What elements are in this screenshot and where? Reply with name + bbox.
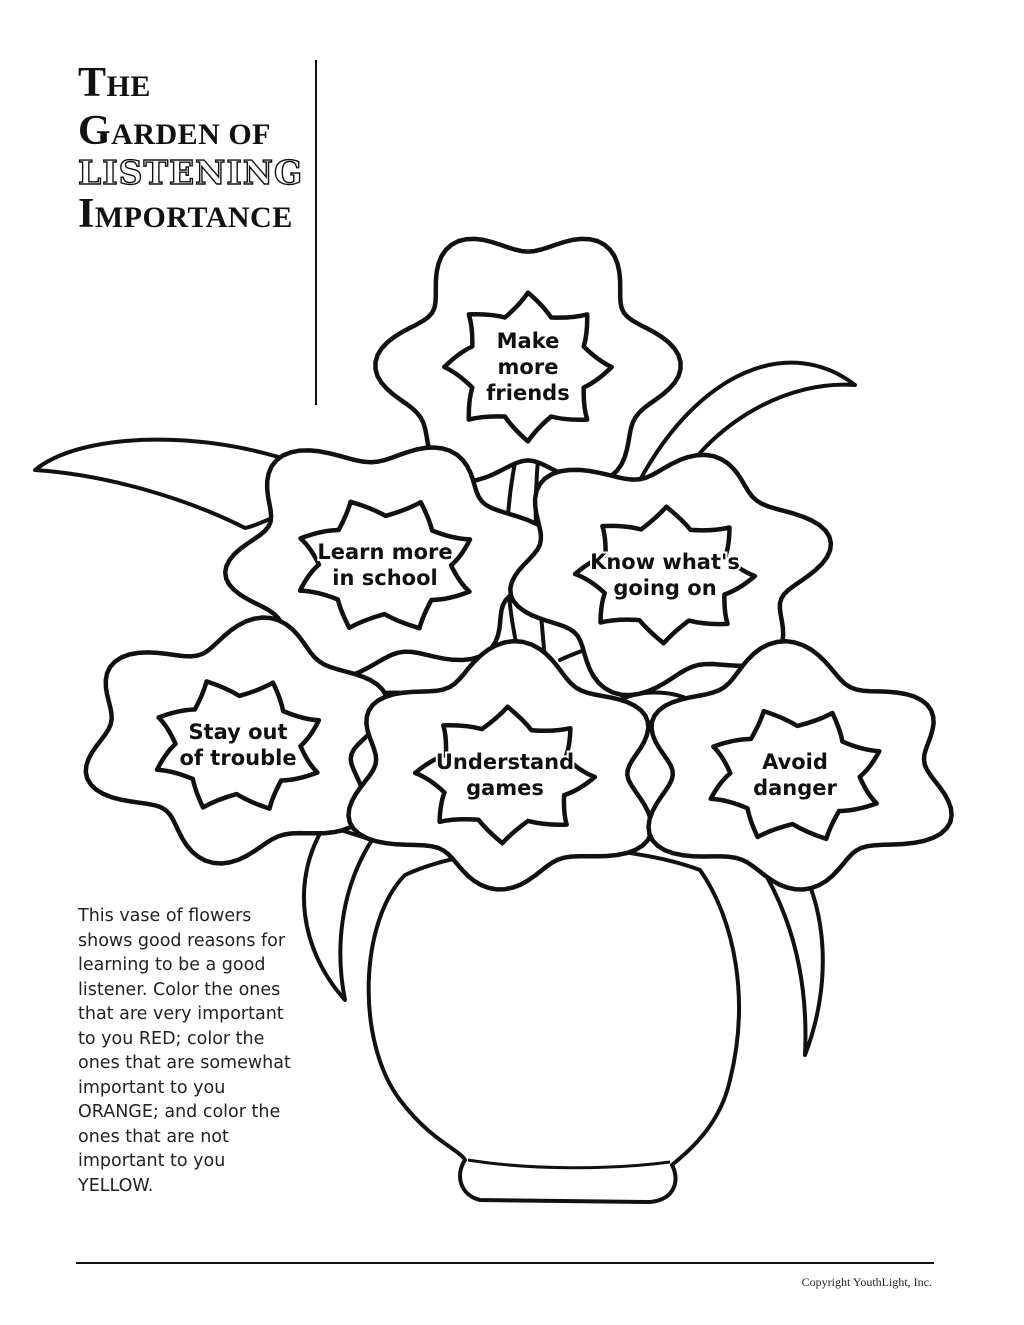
flower-center <box>154 679 322 811</box>
page-title: THE GARDEN OF LISTENING IMPORTANCE <box>77 60 318 237</box>
flower-4 <box>83 615 390 866</box>
flower-label: more <box>498 355 559 379</box>
flower-1 <box>373 236 683 484</box>
flower-6 <box>646 638 954 892</box>
flower-5 <box>346 638 655 892</box>
vase-left-leaf <box>301 823 374 1002</box>
flower-center <box>442 290 614 444</box>
flower-label: Understand <box>436 750 574 774</box>
flower-label: games <box>466 776 544 800</box>
copyright-text: Copyright YouthLight, Inc. <box>801 1275 932 1289</box>
flower-label: going on <box>613 576 716 600</box>
flower-label: Stay out <box>188 720 287 744</box>
flower-3 <box>508 452 834 698</box>
flower-label: in school <box>332 566 437 590</box>
flower-label: of trouble <box>179 746 296 770</box>
footer-divider <box>76 1262 934 1264</box>
flower-label: danger <box>753 776 837 800</box>
flower-label: Know what's <box>590 550 740 574</box>
flower-center <box>572 504 758 646</box>
flower-label: Learn more <box>317 540 452 564</box>
flower-center <box>708 708 882 842</box>
title-line-listening: LISTENING <box>77 153 304 192</box>
title-line-the: THE <box>78 60 151 106</box>
title-line-importance: IMPORTANCE <box>78 191 293 237</box>
coloring-instructions: This vase of flowers shows good reasons … <box>78 906 291 1196</box>
title-line-garden-of: GARDEN OF <box>78 108 272 154</box>
flower-label: friends <box>486 381 569 405</box>
flower-label: Make <box>497 329 560 353</box>
flower-center <box>297 499 473 631</box>
title-divider <box>315 60 317 405</box>
vase <box>366 846 741 1204</box>
flower-center <box>412 704 598 846</box>
flower-2 <box>222 445 561 683</box>
flower-label: Avoid <box>762 750 828 774</box>
